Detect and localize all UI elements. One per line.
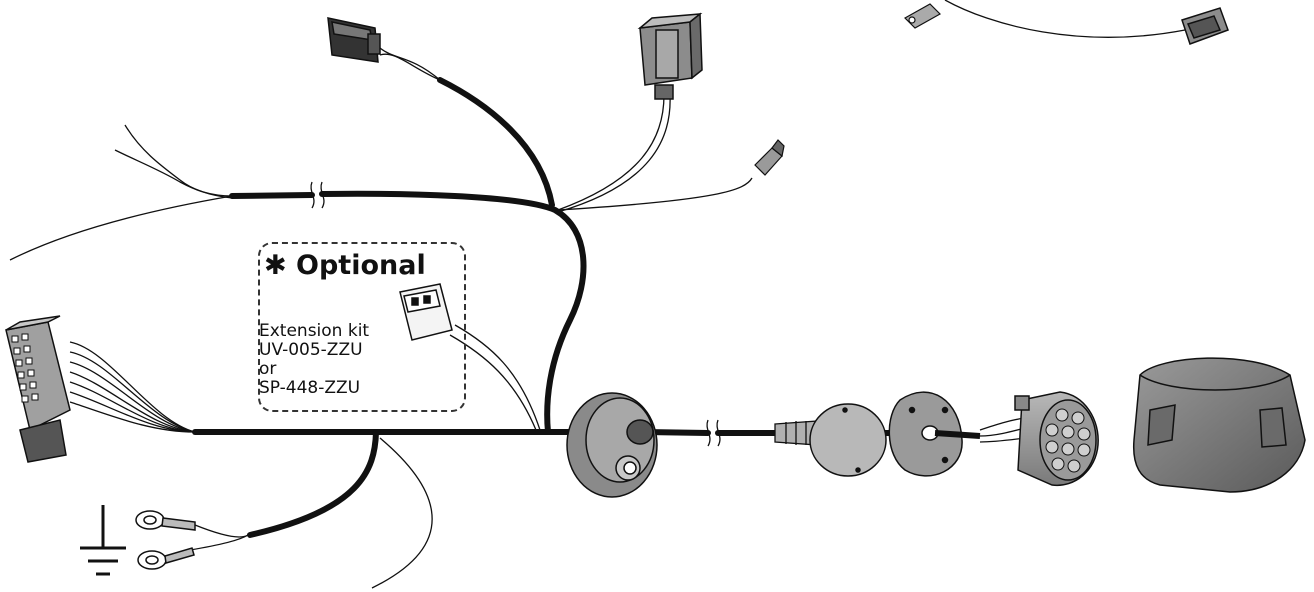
optional-title: ✱ Optional bbox=[264, 250, 426, 281]
kit-code-1: UV-005-ZZU bbox=[259, 340, 363, 360]
top-left-connector bbox=[327, 17, 381, 63]
optional-callout-box bbox=[258, 242, 466, 412]
relay-connector bbox=[637, 12, 703, 100]
extension-kit-label: Extension kit bbox=[259, 321, 370, 341]
optional-connector bbox=[399, 283, 453, 341]
thin-wires bbox=[9, 0, 1186, 589]
small-connector bbox=[754, 139, 785, 176]
twisted-wire bbox=[379, 47, 441, 81]
top-right-connector bbox=[1181, 7, 1229, 45]
socket-insert bbox=[1014, 391, 1099, 486]
mounting-plate bbox=[809, 403, 887, 477]
top-right-small-connector bbox=[904, 3, 941, 29]
kit-or-label: or bbox=[259, 359, 277, 379]
gasket bbox=[888, 391, 963, 477]
ground-symbol bbox=[80, 505, 126, 576]
socket-cable bbox=[934, 430, 981, 439]
left-multipin-plug bbox=[5, 315, 71, 463]
socket-housing bbox=[1132, 357, 1306, 493]
rubber-grommet bbox=[566, 392, 658, 498]
ring-terminals bbox=[135, 510, 196, 570]
kit-code-2: SP-448-ZZU bbox=[259, 378, 361, 398]
cable-break-marks bbox=[310, 181, 721, 447]
